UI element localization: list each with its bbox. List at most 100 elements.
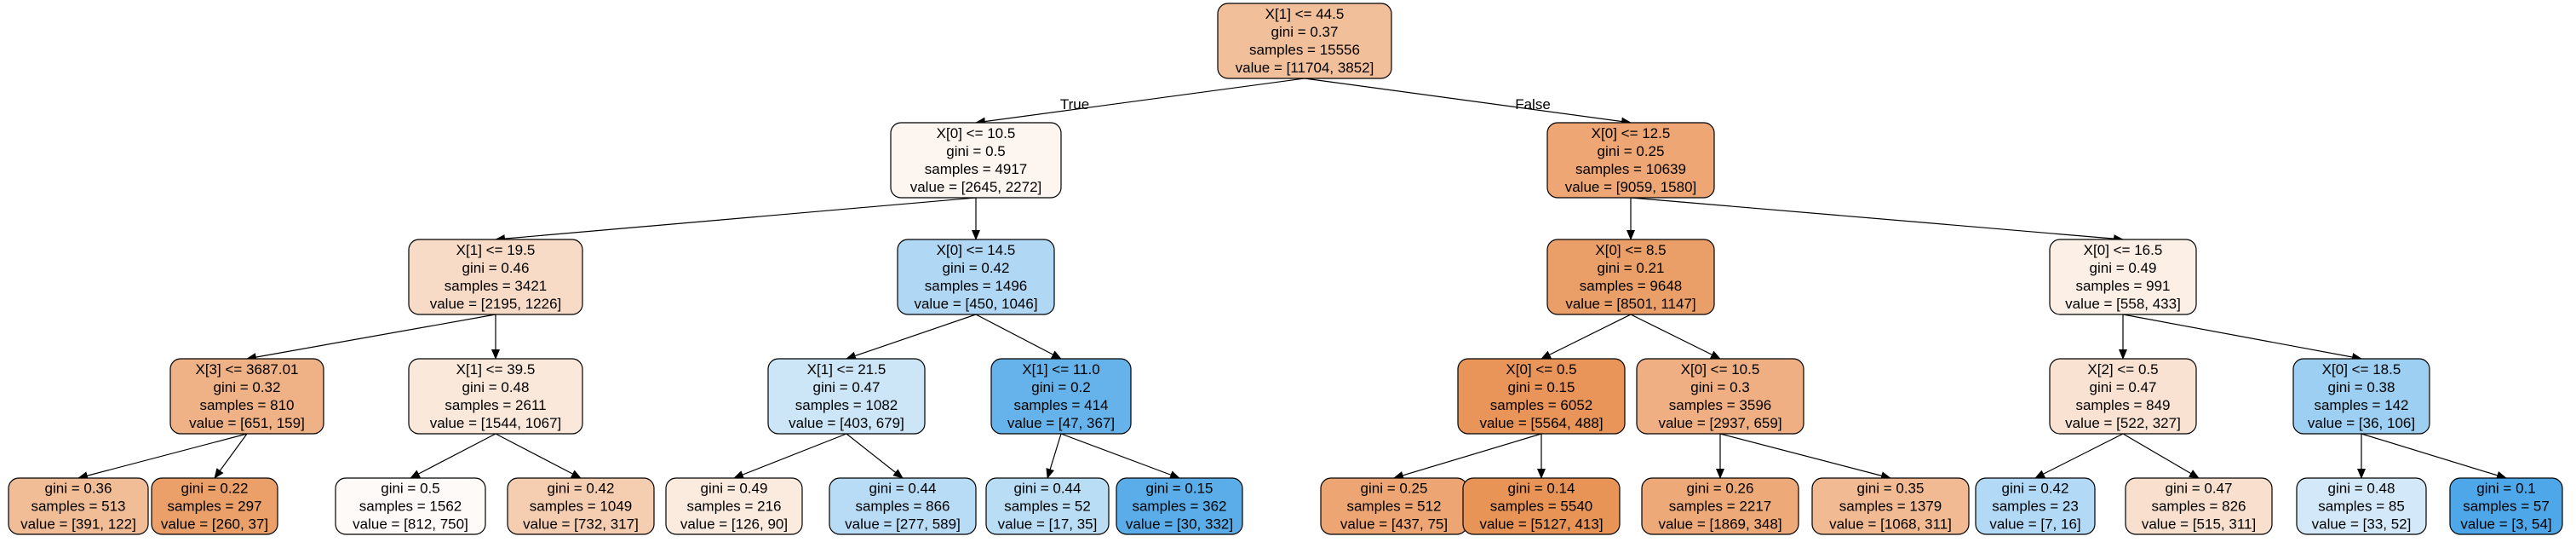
node-gini-text: gini = 0.46 bbox=[462, 260, 530, 276]
node-gini-text: gini = 0.42 bbox=[2002, 481, 2069, 497]
tree-edge bbox=[77, 433, 248, 481]
node-samples-text: samples = 512 bbox=[1346, 499, 1441, 515]
node-value-text: value = [2645, 2272] bbox=[910, 179, 1042, 195]
node-samples-text: samples = 23 bbox=[1992, 499, 2079, 515]
node-box bbox=[2292, 358, 2430, 435]
node-box bbox=[1641, 477, 1799, 535]
node-gini-text: gini = 0.15 bbox=[1146, 481, 1213, 497]
node-box bbox=[1546, 239, 1715, 315]
node-value-text: value = [11704, 3852] bbox=[1236, 60, 1374, 76]
node-samples-text: samples = 6052 bbox=[1490, 397, 1593, 413]
node-gini-text: gini = 0.35 bbox=[1857, 481, 1925, 497]
node-samples-text: samples = 52 bbox=[1004, 499, 1091, 515]
node-gini-text: gini = 0.48 bbox=[462, 379, 530, 395]
node-samples-text: samples = 4917 bbox=[925, 161, 1028, 177]
edge-label-true: True bbox=[1060, 96, 1089, 112]
node-value-text: value = [5564, 488] bbox=[1479, 415, 1603, 431]
node-value-text: value = [558, 433] bbox=[2065, 296, 2181, 312]
tree-edge bbox=[1304, 78, 1632, 126]
tree-edge bbox=[246, 314, 496, 361]
node-value-text: value = [3, 54] bbox=[2460, 516, 2551, 533]
node-gini-text: gini = 0.32 bbox=[214, 379, 281, 395]
tree-edge bbox=[733, 433, 847, 479]
node-value-text: value = [2937, 659] bbox=[1658, 415, 1781, 431]
node-split-text: X[1] <= 19.5 bbox=[456, 242, 536, 258]
tree-edge bbox=[1630, 197, 2124, 244]
node-gini-text: gini = 0.22 bbox=[181, 481, 249, 497]
node-box bbox=[1217, 3, 1392, 79]
node-box bbox=[1975, 477, 2096, 535]
node-gini-text: gini = 0.3 bbox=[1690, 379, 1749, 395]
node-samples-text: samples = 1049 bbox=[530, 499, 633, 515]
node-split-text: X[0] <= 10.5 bbox=[937, 125, 1016, 141]
node-value-text: value = [1544, 1067] bbox=[430, 415, 562, 431]
node-gini-text: gini = 0.37 bbox=[1271, 24, 1339, 40]
node-samples-text: samples = 85 bbox=[2318, 499, 2405, 515]
node-gini-text: gini = 0.42 bbox=[943, 260, 1010, 276]
node-gini-text: gini = 0.26 bbox=[1687, 481, 1754, 497]
node-value-text: value = [522, 327] bbox=[2065, 415, 2181, 431]
node-gini-text: gini = 0.25 bbox=[1598, 143, 1665, 159]
node-gini-text: gini = 0.48 bbox=[2328, 481, 2395, 497]
tree-edge bbox=[1046, 433, 1062, 479]
node-split-text: X[3] <= 3687.01 bbox=[196, 361, 299, 378]
node-samples-text: samples = 9648 bbox=[1580, 278, 1683, 294]
node-samples-text: samples = 142 bbox=[2314, 397, 2408, 413]
node-split-text: X[0] <= 12.5 bbox=[1592, 125, 1671, 141]
node-value-text: value = [2195, 1226] bbox=[430, 296, 562, 312]
tree-edge bbox=[2122, 314, 2362, 361]
node-samples-text: samples = 297 bbox=[167, 499, 261, 515]
node-box bbox=[8, 477, 149, 535]
node-box bbox=[1636, 358, 1804, 435]
node-value-text: value = [403, 679] bbox=[789, 415, 904, 431]
node-box bbox=[829, 477, 977, 535]
node-gini-text: gini = 0.47 bbox=[2090, 379, 2157, 395]
node-value-text: value = [277, 589] bbox=[845, 516, 961, 533]
node-samples-text: samples = 3596 bbox=[1669, 397, 1772, 413]
node-split-text: X[1] <= 21.5 bbox=[807, 361, 886, 378]
node-samples-text: samples = 1562 bbox=[359, 499, 462, 515]
node-box bbox=[665, 477, 803, 535]
node-value-text: value = [9059, 1580] bbox=[1565, 179, 1697, 195]
node-samples-text: samples = 362 bbox=[1132, 499, 1226, 515]
node-gini-text: gini = 0.44 bbox=[869, 481, 937, 497]
node-value-text: value = [651, 159] bbox=[189, 415, 305, 431]
node-value-text: value = [515, 311] bbox=[2142, 516, 2256, 533]
node-box bbox=[897, 239, 1055, 315]
node-box bbox=[2049, 358, 2197, 435]
node-split-text: X[0] <= 0.5 bbox=[1506, 361, 1576, 378]
tree-edge bbox=[1540, 314, 1632, 360]
node-samples-text: samples = 15556 bbox=[1249, 42, 1360, 58]
node-samples-text: samples = 216 bbox=[686, 499, 781, 515]
node-samples-text: samples = 57 bbox=[2463, 499, 2550, 515]
node-gini-text: gini = 0.47 bbox=[813, 379, 881, 395]
node-samples-text: samples = 513 bbox=[31, 499, 125, 515]
node-split-text: X[1] <= 11.0 bbox=[1022, 361, 1099, 378]
tree-edge bbox=[410, 433, 496, 479]
tree-edge bbox=[495, 433, 582, 479]
node-value-text: value = [812, 750] bbox=[353, 516, 468, 533]
node-samples-text: samples = 5540 bbox=[1490, 499, 1593, 515]
node-box bbox=[335, 477, 486, 535]
node-value-text: value = [36, 106] bbox=[2308, 415, 2415, 431]
node-gini-text: gini = 0.5 bbox=[381, 481, 439, 497]
node-split-text: X[2] <= 0.5 bbox=[2087, 361, 2158, 378]
